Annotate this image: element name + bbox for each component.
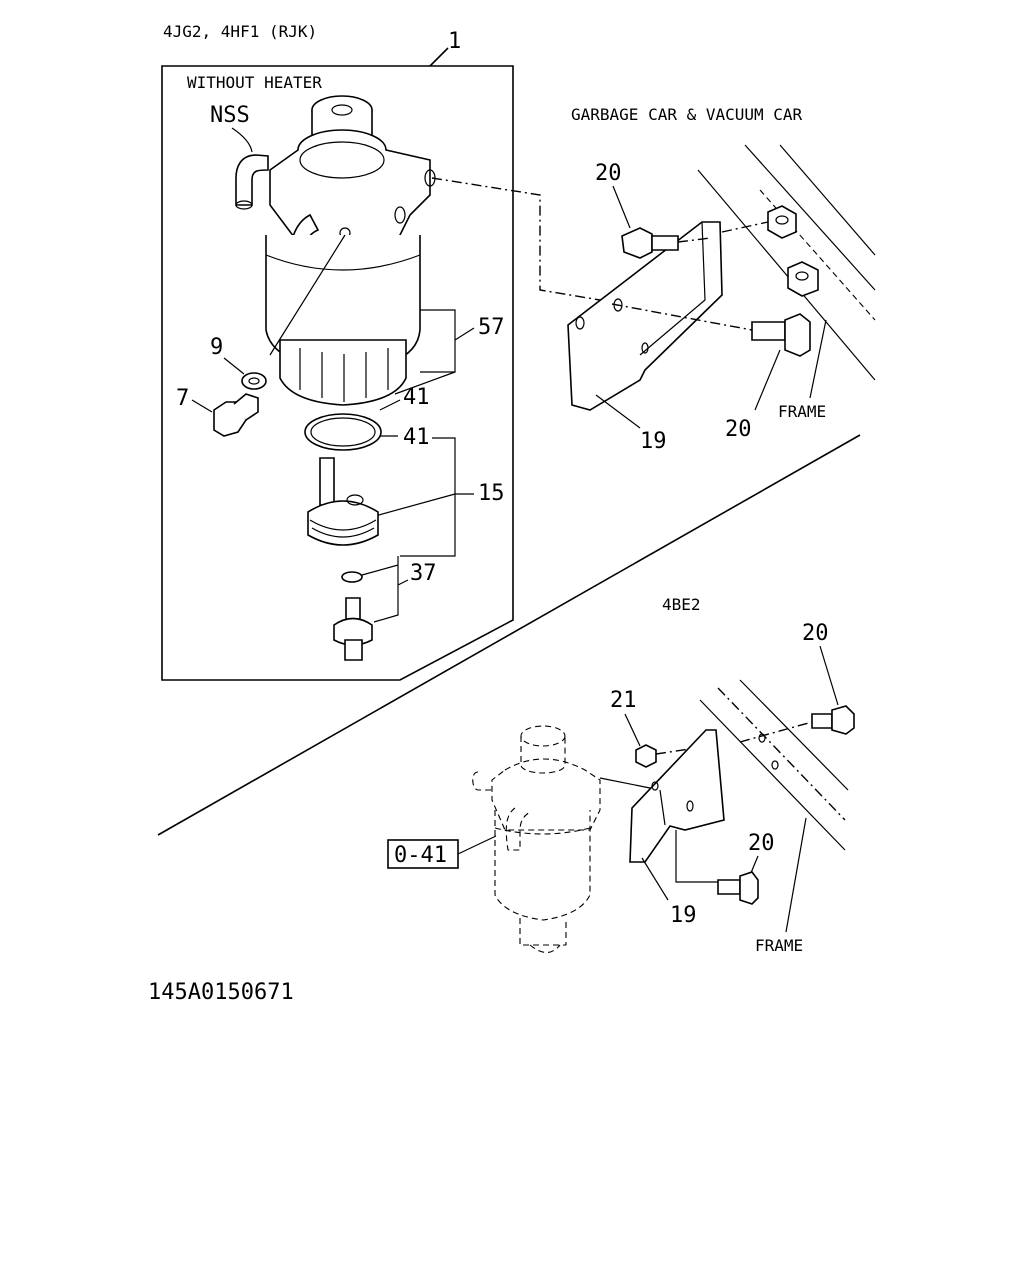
garbage-bracket-drawing: 20 20 19 FRAME <box>567 144 876 454</box>
without-heater-label: WITHOUT HEATER <box>187 73 322 92</box>
nss-label: NSS <box>210 103 250 128</box>
callout-9: 9 <box>210 335 223 360</box>
callout-19-lower: 19 <box>670 903 697 928</box>
callout-41-a: 41 <box>403 385 430 410</box>
callout-20-lower: 20 <box>748 831 775 856</box>
callout-57: 57 <box>478 315 505 340</box>
panel-leaders: 9 7 57 41 41 15 37 <box>176 234 505 661</box>
section-divider <box>157 434 861 836</box>
garbage-car-title: GARBAGE CAR & VACUUM CAR <box>571 105 803 124</box>
figure-code: 145A0150671 <box>148 980 294 1005</box>
fuel-filter-drawing <box>235 95 436 406</box>
reference-box <box>387 839 459 869</box>
header-model-text: 4JG2, 4HF1 (RJK) <box>163 22 317 41</box>
callout-21: 21 <box>610 688 637 713</box>
callout-7: 7 <box>176 386 189 411</box>
callout-19-garbage: 19 <box>640 429 667 454</box>
callout-20-garbage-top: 20 <box>595 161 622 186</box>
callout-20-lower-top: 20 <box>802 621 829 646</box>
callout-37: 37 <box>410 561 437 586</box>
assembly-panel: 1 WITHOUT HEATER NSS <box>161 29 514 681</box>
frame-label-lower: FRAME <box>755 936 803 955</box>
frame-label-garbage: FRAME <box>778 402 826 421</box>
callout-15: 15 <box>478 481 505 506</box>
reference-box-label: 0-41 <box>394 843 447 868</box>
callout-41-b: 41 <box>403 425 430 450</box>
callout-1: 1 <box>448 29 461 54</box>
lower-assembly-drawing: 20 21 20 19 FRAME <box>387 621 855 955</box>
callout-20-garbage-bottom: 20 <box>725 417 752 442</box>
model-4be2-label: 4BE2 <box>662 595 701 614</box>
